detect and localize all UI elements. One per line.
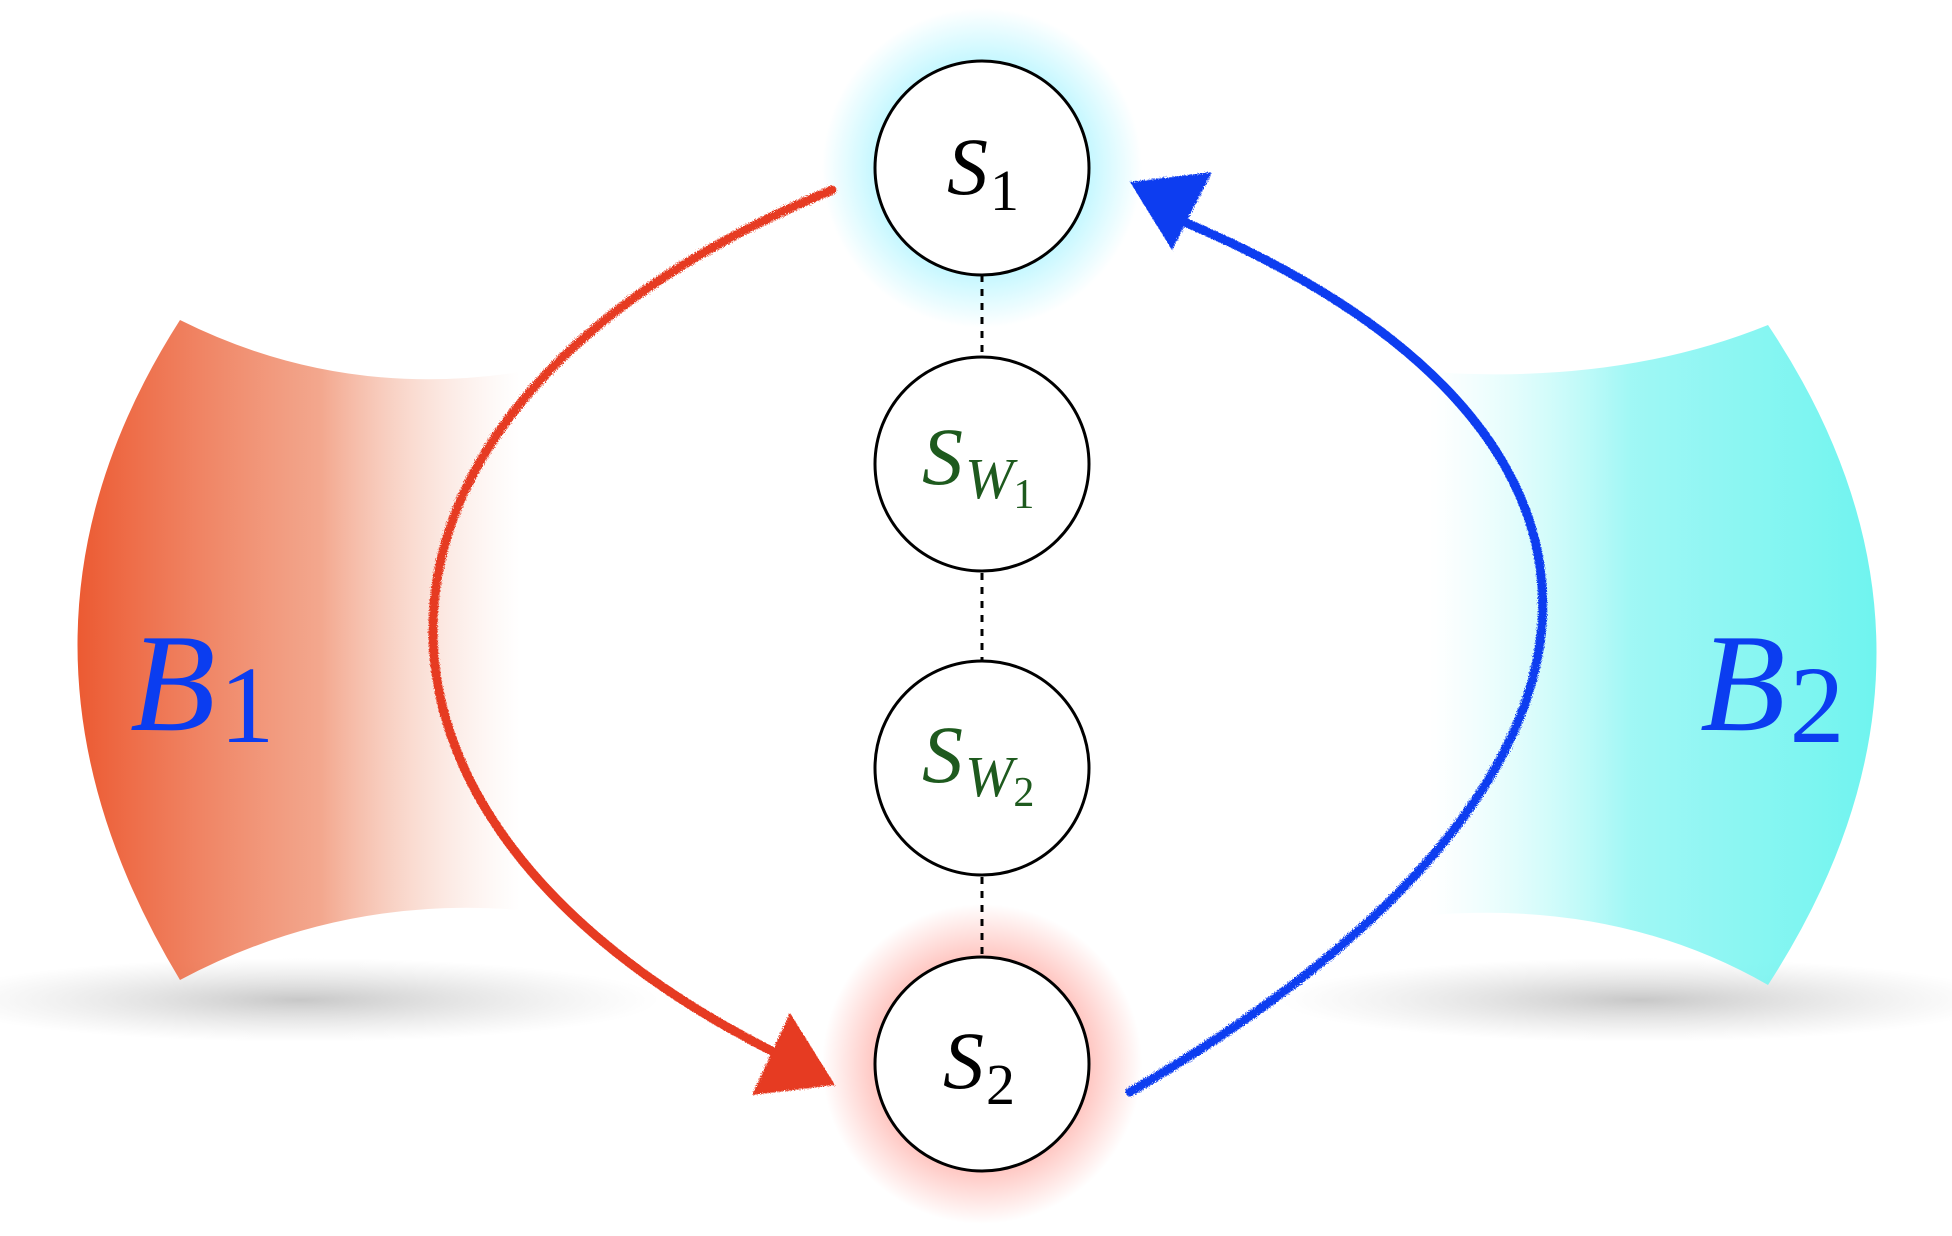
arrow-b2-head (1130, 172, 1212, 250)
node-s1-circle (873, 59, 1091, 277)
bath-b1-label: B1 (130, 606, 275, 766)
node-s2-circle (873, 955, 1091, 1173)
node-sw2-label: SW2 (922, 709, 1034, 816)
node-s2-label: S2 (943, 1015, 1015, 1117)
node-sw2: SW2 (873, 659, 1091, 877)
arrow-b1-s1-to-s2 (428, 185, 837, 1095)
arrow-b2-curve (1125, 207, 1547, 1097)
bath-b1-shape (77, 320, 520, 980)
bath-shadow-right (1280, 958, 1952, 1042)
bath-b2: B2 (1430, 325, 1877, 985)
arrow-b1-head (752, 1013, 835, 1095)
node-s2: S2 (873, 955, 1091, 1173)
node-sw1-circle (873, 355, 1091, 573)
bath-shadow-left (0, 958, 660, 1042)
arrow-b2-s2-to-s1 (1125, 172, 1547, 1097)
node-sw1: SW1 (873, 355, 1091, 573)
bath-b2-label: B2 (1700, 606, 1845, 766)
node-s1-label: S1 (947, 121, 1019, 223)
node-s1: S1 (873, 59, 1091, 277)
bath-b1: B1 (77, 320, 520, 980)
node-sw1-label: SW1 (922, 411, 1034, 518)
node-sw2-circle (873, 659, 1091, 877)
bath-b2-shape (1430, 325, 1877, 985)
arrow-b1-curve (428, 185, 837, 1065)
